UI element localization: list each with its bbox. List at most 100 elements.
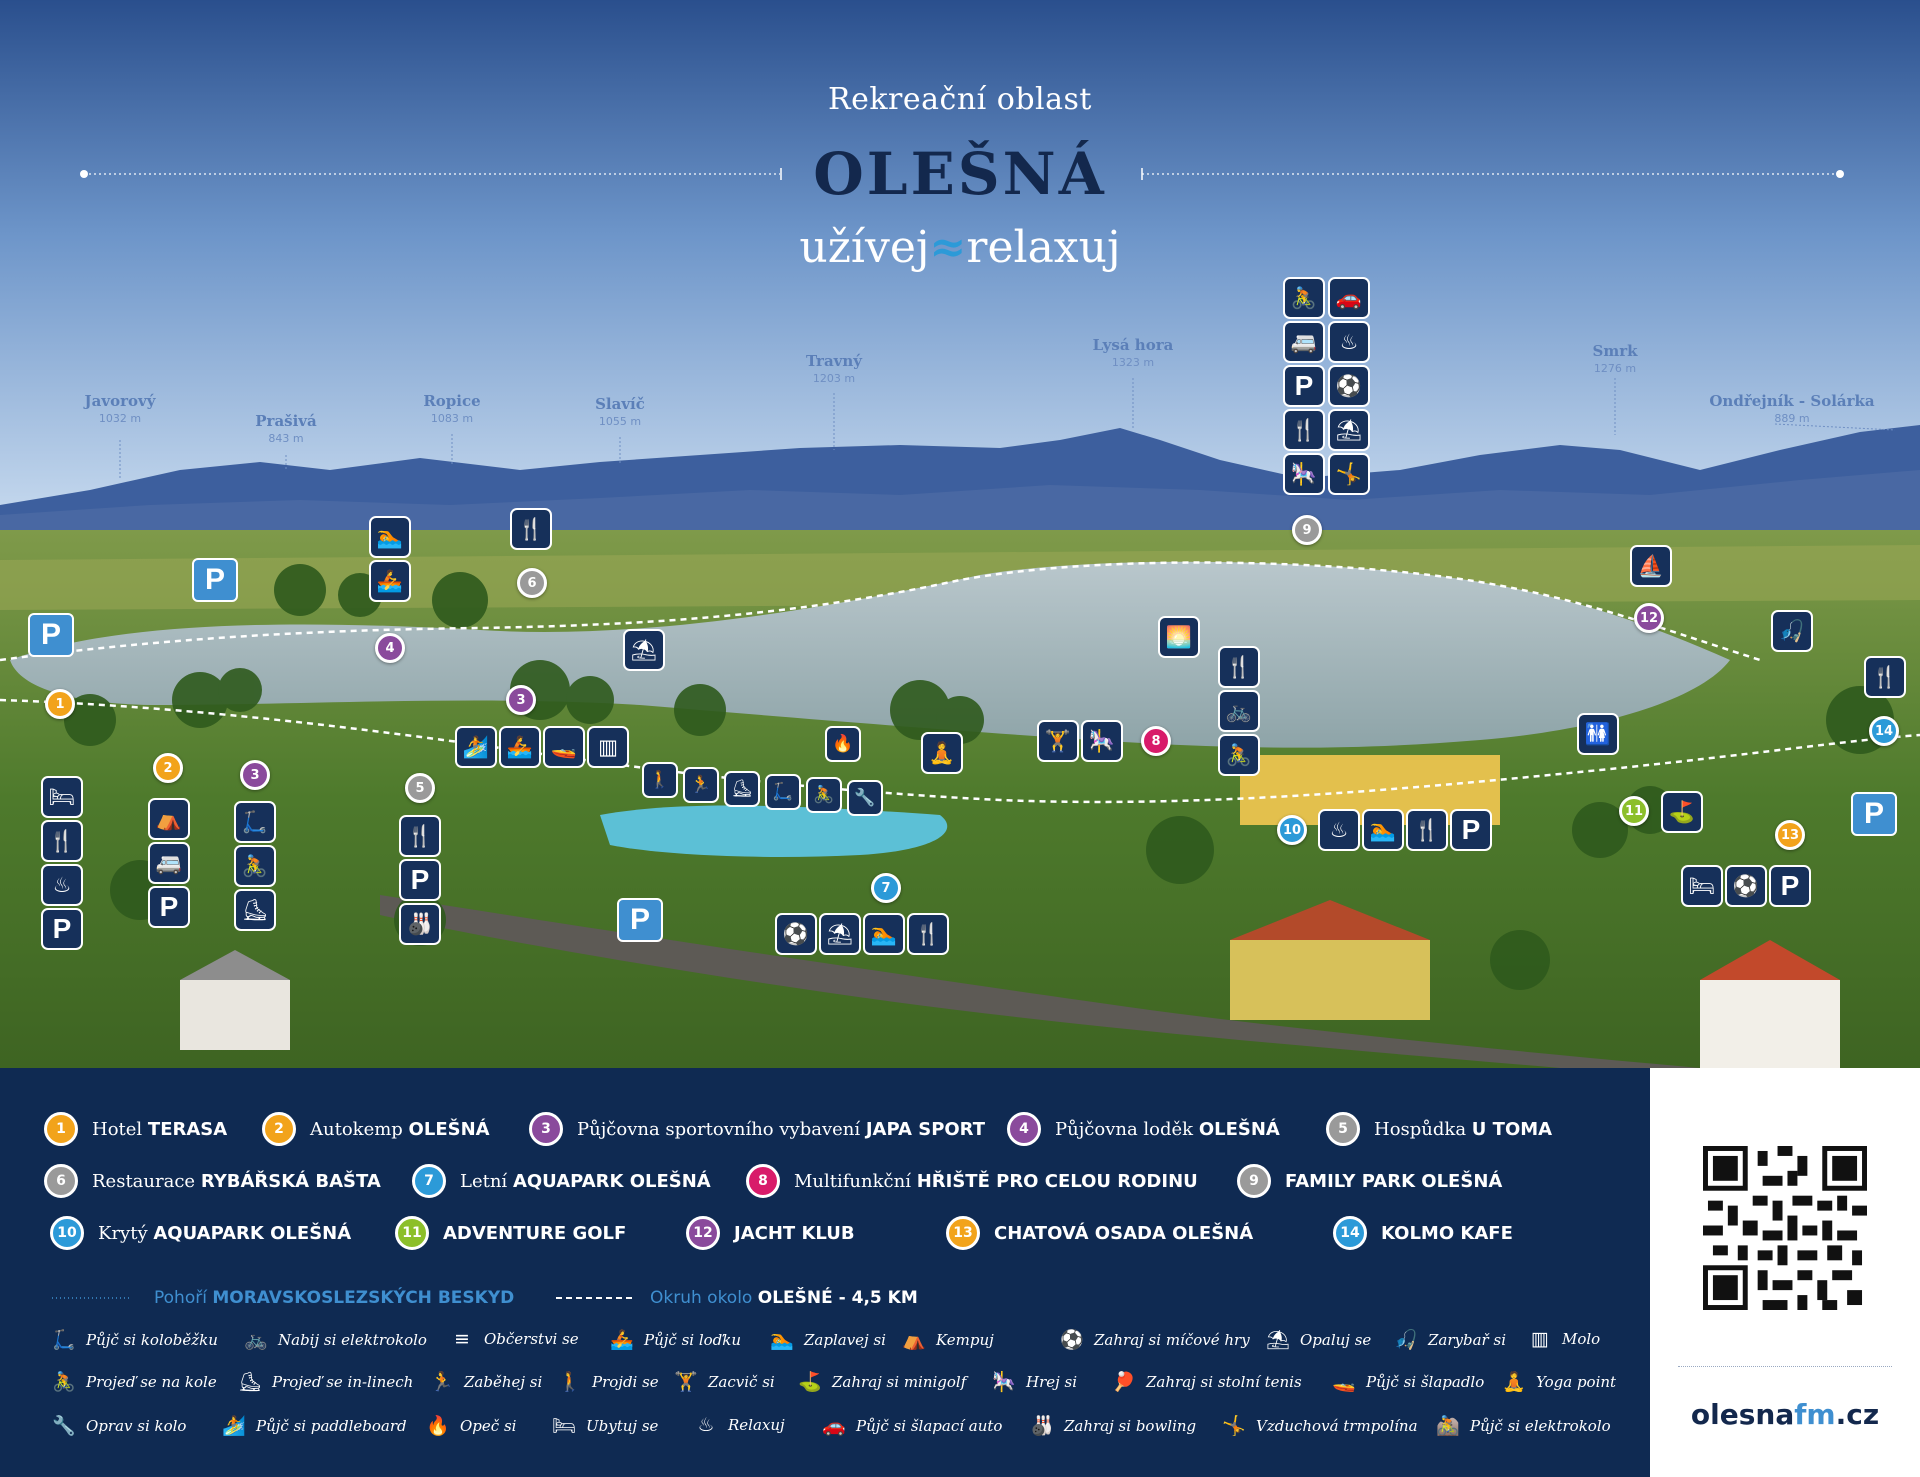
ebike-charge-icon: 🚲 — [244, 1329, 268, 1351]
activity-label: Zarybař si — [1428, 1330, 1506, 1349]
map-pin-3[interactable]: 3 — [240, 760, 270, 790]
map-pin-10[interactable]: 10 — [1277, 815, 1307, 845]
place-name: AQUAPARK OLEŠNÁ — [512, 1170, 711, 1192]
relax-icon: ♨ — [1328, 321, 1370, 363]
activity-label: Zaplavej si — [804, 1330, 886, 1349]
bike-icon: 🚴 — [1283, 277, 1325, 319]
activity-label: Občerstvi se — [484, 1330, 579, 1348]
activity-scooter: 🛴Půjč si koloběžku — [50, 1328, 218, 1351]
activity-bed: 🛏Ubytuj se — [550, 1414, 658, 1437]
bike-icon: 🚴 — [234, 845, 276, 887]
map-pin-1[interactable]: 1 — [45, 689, 75, 719]
map-pin-9[interactable]: 9 — [1292, 515, 1322, 545]
place-number: 3 — [529, 1112, 563, 1146]
bowling-icon: 🎳 — [399, 903, 441, 945]
sunbathe-icon: ⛱ — [623, 629, 665, 671]
activity-label: Yoga point — [1536, 1372, 1617, 1391]
peak-name: Ropice — [423, 392, 481, 410]
camping-icon: ⛺ — [148, 798, 190, 840]
activity-relax: ♨Relaxuj — [692, 1414, 785, 1436]
map-pin-5[interactable]: 5 — [405, 773, 435, 803]
activity-label: Relaxuj — [728, 1416, 785, 1434]
place-name: JACHT KLUB — [734, 1222, 855, 1244]
place-name: CHATOVÁ OSADA OLEŠNÁ — [994, 1222, 1254, 1244]
map-pin-2[interactable]: 2 — [153, 753, 183, 783]
tagline: užívej≈relaxuj — [0, 222, 1920, 273]
inline-skates-icon: ⛸ — [237, 1371, 263, 1393]
place-number: 10 — [50, 1216, 84, 1250]
map-pin-13[interactable]: 13 — [1775, 820, 1805, 850]
place-prefix: Hotel — [92, 1118, 143, 1140]
activity-workout: 🏋Zacvič si — [672, 1370, 775, 1393]
activity-label: Zahraj si míčové hry — [1094, 1330, 1250, 1349]
parking-icon: P — [399, 859, 441, 901]
sunbathe-icon: ⛱ — [1328, 409, 1370, 451]
peak-name: Ondřejník - Solárka — [1709, 392, 1875, 410]
swim-icon: 🏊 — [770, 1329, 794, 1351]
place-name: KOLMO KAFE — [1381, 1222, 1513, 1244]
activity-walk: 🚶Projdi se — [556, 1370, 659, 1393]
place-number: 9 — [1237, 1164, 1271, 1198]
fishing-icon: 🎣 — [1394, 1329, 1418, 1351]
ball-games-icon: ⚽ — [1328, 365, 1370, 407]
campfire-icon: 🔥 — [426, 1415, 450, 1437]
ebike-charge-icon: 🚲 — [1218, 690, 1260, 732]
rowboat-icon: 🚣 — [499, 726, 541, 768]
sunbathe-icon: ⛱ — [1265, 1329, 1291, 1351]
map-pin-3b[interactable]: 3 — [506, 685, 536, 715]
map-pin-12[interactable]: 12 — [1634, 603, 1664, 633]
activity-ball-games: ⚽Zahraj si míčové hry — [1058, 1328, 1250, 1351]
refreshment-icon: 🍴 — [1864, 656, 1906, 698]
activity-label: Opeč si — [460, 1416, 517, 1435]
place-name: OLEŠNÁ — [1198, 1118, 1280, 1140]
map-pin-14[interactable]: 14 — [1869, 716, 1899, 746]
place-number: 5 — [1326, 1112, 1360, 1146]
sailing-icon: ⛵ — [1630, 545, 1672, 587]
parking-icon: P — [1283, 365, 1325, 407]
website-link[interactable]: olesnafm.cz — [1650, 1398, 1920, 1431]
map-pin-11[interactable]: 11 — [1619, 796, 1649, 826]
place-prefix: Půjčovna sportovního vybavení — [577, 1118, 861, 1140]
activity-ebike-charge: 🚲Nabij si elektrokolo — [242, 1328, 427, 1351]
map-pin-7[interactable]: 7 — [871, 873, 901, 903]
activity-label: Vzduchová trmpolína — [1256, 1416, 1418, 1435]
peak-height: 1032 m — [98, 412, 142, 425]
refreshment-icon: 🍴 — [399, 815, 441, 857]
place-number: 4 — [1007, 1112, 1041, 1146]
place-prefix: Autokemp — [310, 1118, 403, 1140]
place-number: 2 — [262, 1112, 296, 1146]
activity-inline: ⛸ Projeď se in-linech — [236, 1370, 413, 1393]
relax-icon: ♨ — [41, 864, 83, 906]
place-prefix: Letní — [460, 1170, 508, 1192]
peak-name: Travný — [805, 352, 863, 370]
map-pin-4[interactable]: 4 — [375, 633, 405, 663]
trampoline-icon: 🤸 — [1328, 453, 1370, 495]
fishing-icon: 🎣 — [1771, 610, 1813, 652]
place-prefix: Půjčovna loděk — [1055, 1118, 1194, 1140]
tagline-right: relaxuj — [966, 222, 1121, 273]
activity-bowling: 🎳Zahraj si bowling — [1028, 1414, 1196, 1437]
camping-icon: ⛺ — [902, 1329, 926, 1351]
map-pin-6[interactable]: 6 — [517, 568, 547, 598]
qr-code[interactable] — [1703, 1146, 1867, 1310]
activity-label: Kempuj — [936, 1330, 994, 1349]
place-prefix: Hospůdka — [1374, 1118, 1467, 1140]
map-pin-8[interactable]: 8 — [1141, 726, 1171, 756]
workout-icon: 🏋 — [1037, 720, 1079, 762]
place-prefix: Restaurace — [92, 1170, 196, 1192]
activity-ebike-rent: 🚵Půjč si elektrokolo — [1434, 1414, 1611, 1437]
refreshment-icon: 🍴 — [907, 913, 949, 955]
landscape-background — [0, 0, 1920, 1068]
activity-label: Opaluj se — [1300, 1330, 1372, 1349]
refreshment-icon: 🍴 — [1406, 809, 1448, 851]
parking-icon: P — [1851, 792, 1897, 836]
activity-label: Projeď se in-linech — [272, 1372, 414, 1391]
parking-icon: P — [28, 613, 74, 657]
paddleboard-icon: 🏄 — [455, 726, 497, 768]
